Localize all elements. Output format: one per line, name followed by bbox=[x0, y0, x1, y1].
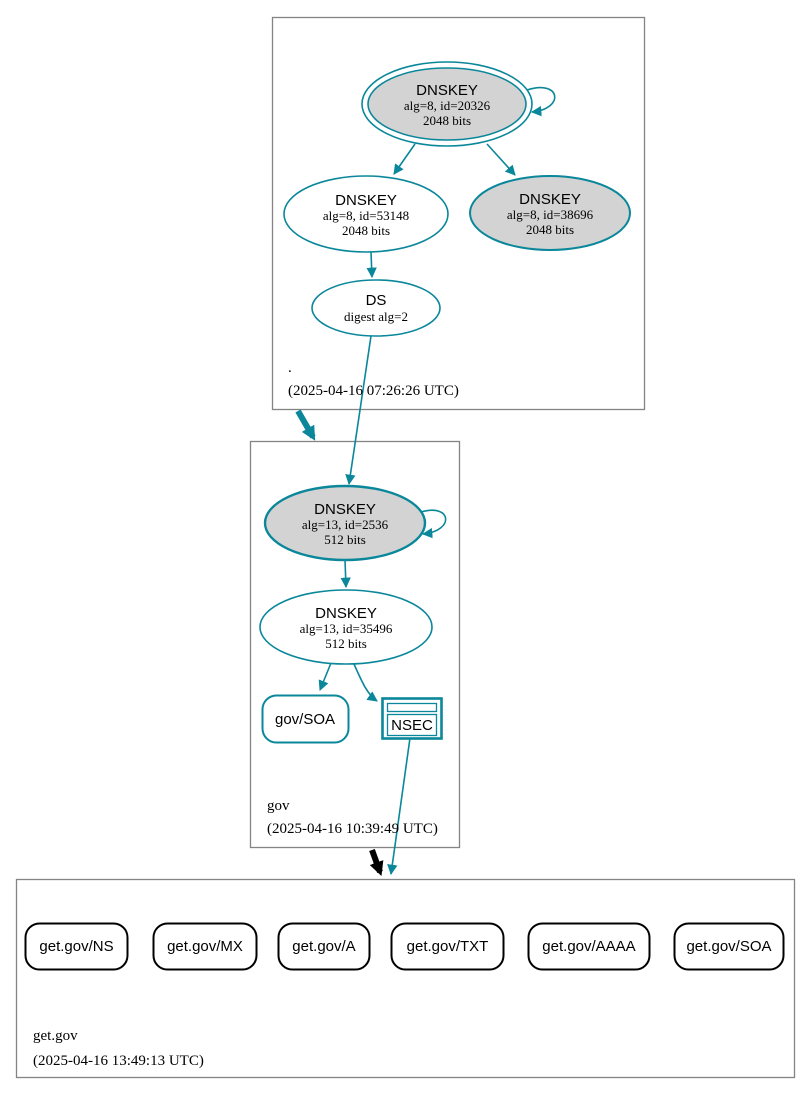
root-zone-timestamp: (2025-04-16 07:26:26 UTC) bbox=[288, 383, 459, 399]
root-zsk2-node[interactable]: DNSKEY alg=8, id=38696 2048 bits bbox=[469, 175, 631, 251]
edge-gov-zsk-to-soa bbox=[318, 662, 332, 691]
getgov-zone-label: get.gov bbox=[33, 1028, 78, 1044]
gov-nsec-top-band bbox=[386, 702, 438, 713]
gov-soa-box bbox=[261, 694, 350, 744]
getgov-soa-box bbox=[673, 922, 785, 971]
root-ds-digest: digest alg=2 bbox=[344, 309, 408, 324]
edge-root-ksk-to-zsk2 bbox=[486, 143, 516, 176]
root-ds-node[interactable]: DS digest alg=2 bbox=[311, 279, 441, 337]
root-zsk2-title: DNSKEY bbox=[519, 191, 581, 208]
root-ds-title: DS bbox=[366, 292, 387, 309]
getgov-mx-box bbox=[152, 922, 258, 971]
root-ksk-bits: 2048 bits bbox=[423, 113, 471, 128]
gov-ksk-alg: alg=13, id=2536 bbox=[302, 517, 389, 532]
root-zsk-ellipse bbox=[283, 175, 449, 253]
gov-zsk-title: DNSKEY bbox=[315, 605, 377, 622]
root-zsk2-alg: alg=8, id=38696 bbox=[507, 207, 594, 222]
edge-root-ksk-to-zsk bbox=[393, 143, 416, 175]
edge-root-ksk-self-sign bbox=[526, 86, 556, 117]
gov-nsec-label: NSEC bbox=[391, 717, 433, 734]
root-ksk-node[interactable]: DNSKEY alg=8, id=20326 2048 bits bbox=[361, 61, 533, 147]
root-zsk-bits: 2048 bits bbox=[342, 223, 390, 238]
root-ds-ellipse bbox=[311, 279, 441, 337]
getgov-soa-label: get.gov/SOA bbox=[686, 938, 771, 955]
getgov-aaaa-node[interactable]: get.gov/AAAA bbox=[527, 922, 651, 971]
getgov-soa-node[interactable]: get.gov/SOA bbox=[673, 922, 785, 971]
root-zsk-alg: alg=8, id=53148 bbox=[323, 208, 409, 223]
root-ksk-title: DNSKEY bbox=[416, 82, 478, 99]
gov-ksk-title: DNSKEY bbox=[314, 501, 376, 518]
gov-ksk-node[interactable]: DNSKEY alg=13, id=2536 512 bits bbox=[263, 484, 427, 562]
getgov-aaaa-label: get.gov/AAAA bbox=[542, 938, 635, 955]
getgov-zone-box bbox=[15, 878, 796, 1079]
getgov-mx-label: get.gov/MX bbox=[167, 938, 243, 955]
gov-ksk-bits: 512 bits bbox=[324, 532, 366, 547]
edge-gov-ksk-self-sign bbox=[420, 509, 447, 539]
root-zone-label: . bbox=[288, 360, 292, 376]
getgov-a-box bbox=[277, 922, 371, 971]
gov-zone-label: gov bbox=[267, 798, 290, 814]
getgov-txt-node[interactable]: get.gov/TXT bbox=[390, 922, 505, 971]
gov-zsk-bits: 512 bits bbox=[325, 636, 367, 651]
gov-nsec-inner-box bbox=[386, 713, 438, 737]
gov-zsk-ellipse bbox=[259, 589, 433, 665]
gov-zsk-alg: alg=13, id=35496 bbox=[300, 621, 393, 636]
edge-nsec-to-getgov bbox=[387, 737, 411, 876]
root-zsk2-ellipse bbox=[469, 175, 631, 251]
getgov-ns-box bbox=[24, 922, 129, 971]
getgov-txt-label: get.gov/TXT bbox=[407, 938, 489, 955]
edge-delegation-root-to-gov bbox=[295, 409, 316, 441]
gov-ksk-ellipse bbox=[263, 484, 427, 562]
getgov-aaaa-box bbox=[527, 922, 651, 971]
getgov-mx-node[interactable]: get.gov/MX bbox=[152, 922, 258, 971]
edge-delegation-gov-to-getgov bbox=[369, 848, 384, 877]
getgov-ns-label: get.gov/NS bbox=[39, 938, 113, 955]
gov-zsk-node[interactable]: DNSKEY alg=13, id=35496 512 bits bbox=[259, 589, 433, 665]
edge-root-zsk-to-ds bbox=[366, 251, 377, 279]
getgov-a-node[interactable]: get.gov/A bbox=[277, 922, 371, 971]
edge-gov-ksk-to-zsk bbox=[340, 559, 351, 589]
edge-ds-to-gov-ksk bbox=[345, 335, 372, 486]
root-zsk-title: DNSKEY bbox=[335, 192, 397, 209]
gov-nsec-node[interactable]: NSEC bbox=[381, 697, 443, 740]
getgov-ns-node[interactable]: get.gov/NS bbox=[24, 922, 129, 971]
root-zsk2-bits: 2048 bits bbox=[526, 222, 574, 237]
root-ksk-alg: alg=8, id=20326 bbox=[404, 98, 491, 113]
gov-zone-timestamp: (2025-04-16 10:39:49 UTC) bbox=[267, 821, 438, 837]
root-zsk-node[interactable]: DNSKEY alg=8, id=53148 2048 bits bbox=[283, 175, 449, 253]
getgov-a-label: get.gov/A bbox=[292, 938, 355, 955]
getgov-zone-timestamp: (2025-04-16 13:49:13 UTC) bbox=[33, 1053, 204, 1069]
getgov-txt-box bbox=[390, 922, 505, 971]
root-ksk-inner-ring bbox=[367, 67, 527, 141]
gov-soa-node[interactable]: gov/SOA bbox=[261, 694, 350, 744]
edge-gov-zsk-to-nsec bbox=[353, 663, 378, 702]
root-zone-box bbox=[271, 16, 646, 411]
gov-soa-label: gov/SOA bbox=[275, 711, 335, 728]
